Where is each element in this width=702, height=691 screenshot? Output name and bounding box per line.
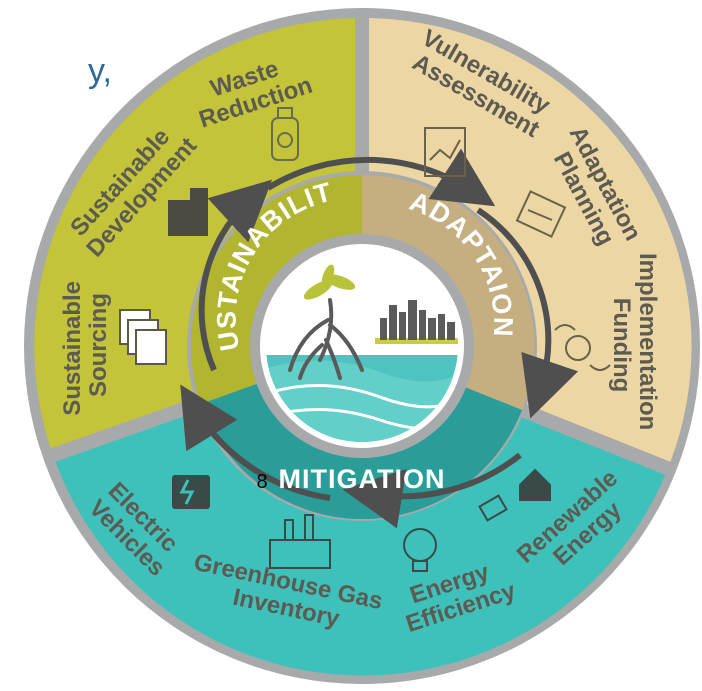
clipboard-plan-icon <box>515 190 567 238</box>
hands-money-icon <box>554 324 611 371</box>
factory-icon <box>269 514 331 569</box>
left-arrow <box>180 384 331 501</box>
fabric-swatches-icon <box>119 309 167 365</box>
partial-heading-text: y, <box>88 52 112 90</box>
sustainable-sourcing-label: Sustainable Sourcing <box>59 274 112 415</box>
mitigation-ring-label: MITIGATION <box>279 464 446 494</box>
solar-house-icon <box>478 468 551 522</box>
mitigation-arrow <box>342 452 522 529</box>
report-chart-icon <box>424 127 466 177</box>
ev-charger-icon <box>172 475 210 509</box>
implementation-funding-label: Implementation Funding <box>608 253 661 437</box>
buildings-icon <box>168 188 208 236</box>
water-bottle-icon <box>271 107 299 161</box>
sustainability-arrow <box>198 179 273 372</box>
adaptation-arrow <box>476 207 579 419</box>
lightbulb-icon <box>403 528 437 572</box>
badge-number: 8 <box>256 471 267 493</box>
